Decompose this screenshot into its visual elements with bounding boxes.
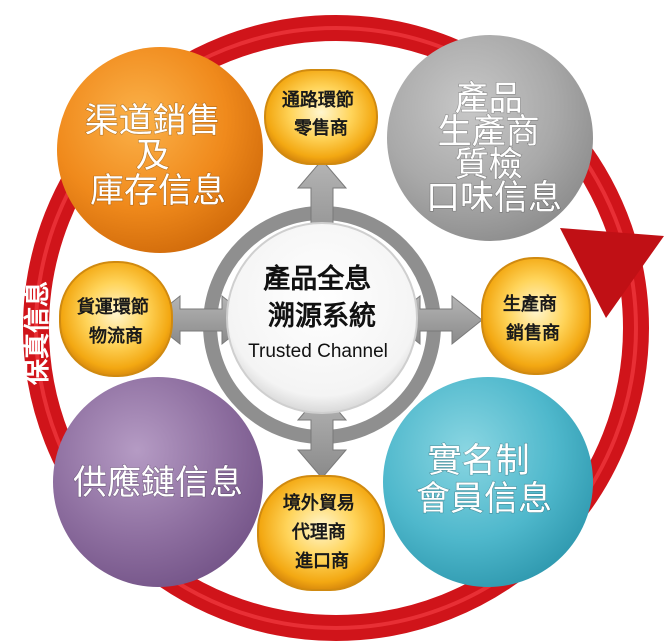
svg-text:產品 生產商 質檢 口味: 產品 生產商 質檢 口味信息	[426, 79, 562, 218]
node-left: 貨運環節 物流商	[59, 261, 173, 377]
node-top-line: 零售商	[293, 117, 348, 139]
node-left-line: 物流商	[89, 325, 143, 347]
quadrant-top-right: 產品 生產商 質檢 口味信息	[387, 35, 593, 241]
node-top: 通路環節 零售商	[264, 69, 378, 165]
node-top-line: 通路環節	[282, 89, 354, 111]
quadrant-bottom-left-line: 供應鏈信息	[73, 463, 243, 503]
svg-text:貨運環節 物流商: 貨運環節 物流商	[77, 296, 155, 347]
svg-text:供應鏈信息: 供應鏈信息	[73, 463, 243, 503]
outer-ring	[23, 15, 649, 641]
quadrant-top-right-line: 產品	[455, 79, 523, 119]
center-title-line1: 產品全息	[263, 263, 371, 295]
node-left-line: 貨運環節	[77, 296, 149, 318]
quadrant-bottom-left: 供應鏈信息	[53, 377, 263, 587]
svg-text:生產商 銷售商: 生產商 銷售商	[503, 293, 563, 344]
quadrant-top-left-line: 及	[136, 136, 170, 176]
node-bottom-line: 進口商	[295, 550, 349, 572]
node-bottom-line: 代理商	[291, 521, 346, 543]
svg-text:產品全息 溯源系統: 產品全息 溯源系統	[263, 263, 380, 332]
svg-text:渠道銷售 及 庫存信息: 渠道銷售 及 庫存信息	[85, 101, 232, 211]
node-right-line: 生產商	[503, 293, 557, 315]
quadrant-bottom-right-line: 會員信息	[416, 479, 552, 519]
quadrant-top-left-line: 庫存信息	[90, 171, 226, 211]
node-bottom: 境外貿易 代理商 進口商	[257, 475, 385, 591]
center-title-line2: 溯源系統	[268, 300, 376, 332]
quadrant-top-right-line: 質檢	[455, 145, 523, 185]
quadrant-top-right-line: 口味信息	[426, 178, 562, 218]
node-bottom-line: 境外貿易	[283, 492, 355, 514]
quadrant-bottom-right: 實名制 會員信息	[383, 377, 593, 587]
quadrant-top-left-line: 渠道銷售	[85, 101, 221, 141]
ring-label: 保真信息	[22, 281, 53, 386]
svg-text:境外貿易 代理商 進口商: 境外貿易 代理商 進口商	[283, 492, 361, 572]
quadrant-bottom-right-line: 實名制	[428, 441, 530, 481]
center-subtitle: Trusted Channel	[248, 341, 388, 362]
svg-text:通路環節 零售商: 通路環節 零售商	[282, 89, 360, 139]
center-hub: 產品全息 溯源系統 Trusted Channel	[226, 222, 418, 414]
node-right-line: 銷售商	[506, 322, 560, 344]
ring-arrowhead	[560, 228, 664, 318]
quadrant-top-left: 渠道銷售 及 庫存信息	[57, 47, 263, 253]
svg-text:實名制 會員信息: 實名制 會員信息	[416, 441, 552, 519]
arrows	[149, 159, 483, 479]
node-right: 生產商 銷售商	[481, 257, 591, 375]
